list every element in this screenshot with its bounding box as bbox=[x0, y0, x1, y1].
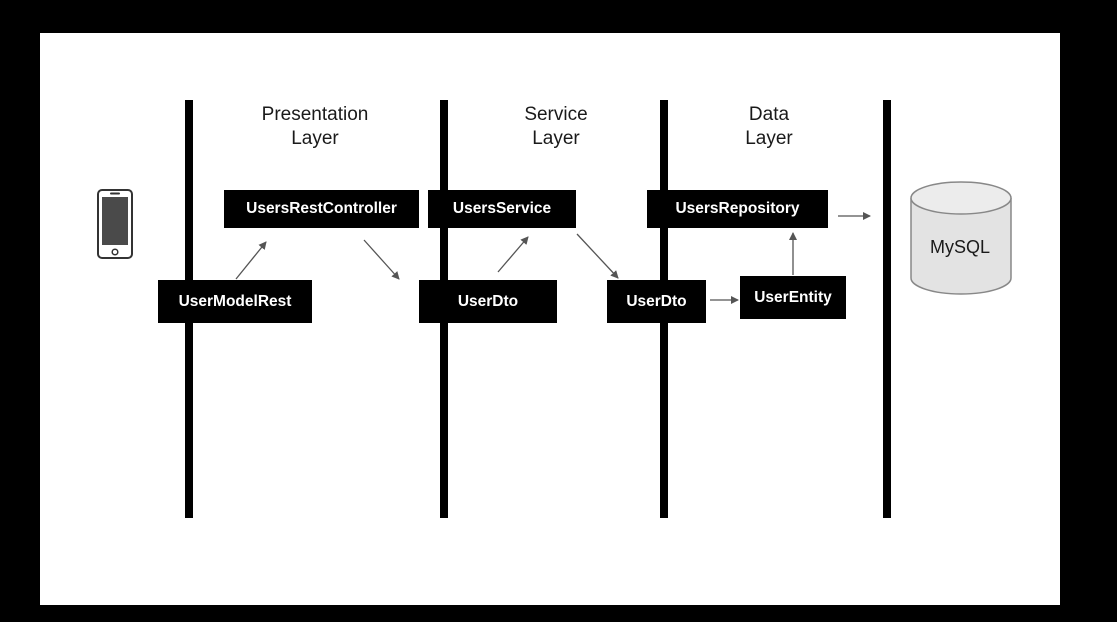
mysql-label: MySQL bbox=[929, 237, 990, 257]
service-layer-subtitle: Layer bbox=[532, 128, 580, 149]
presentation-layer-heading: Presentation Layer bbox=[255, 103, 375, 151]
data-layer-title: Data bbox=[748, 104, 790, 125]
data-layer-subtitle: Layer bbox=[745, 128, 793, 149]
service-layer-title: Service bbox=[524, 104, 588, 125]
user-dto-service-box: UserDto bbox=[419, 280, 557, 323]
smartphone-icon bbox=[97, 189, 133, 259]
database-cylinder-icon bbox=[910, 181, 1012, 295]
users-repository-box: UsersRepository bbox=[647, 190, 828, 228]
user-entity-box: UserEntity bbox=[740, 276, 846, 319]
users-service-box: UsersService bbox=[428, 190, 576, 228]
service-layer-heading: Service Layer bbox=[506, 103, 606, 151]
users-rest-controller-box: UsersRestController bbox=[224, 190, 419, 228]
presentation-layer-subtitle: Layer bbox=[291, 128, 339, 149]
data-layer-heading: Data Layer bbox=[719, 103, 819, 151]
user-model-rest-box: UserModelRest bbox=[158, 280, 312, 323]
layer-separator-4 bbox=[883, 100, 891, 518]
user-dto-data-box: UserDto bbox=[607, 280, 706, 323]
presentation-layer-title: Presentation bbox=[261, 104, 369, 125]
